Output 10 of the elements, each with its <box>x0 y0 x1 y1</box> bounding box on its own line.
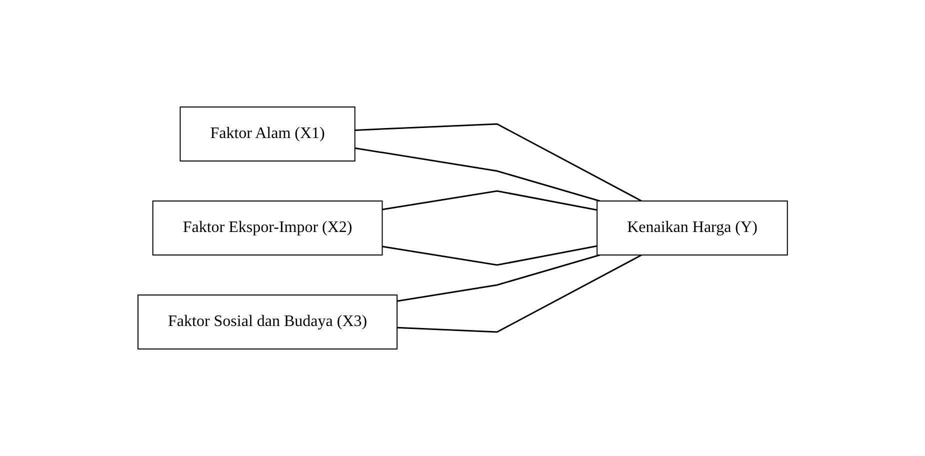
connector <box>396 254 642 333</box>
node-box: Faktor Alam (X1) <box>180 106 356 162</box>
connector <box>382 190 598 211</box>
connector <box>354 123 642 202</box>
node-box: Kenaikan Harga (Y) <box>596 200 788 256</box>
node-box: Faktor Sosial dan Budaya (X3) <box>137 294 398 350</box>
connector <box>354 147 600 202</box>
node-box: Faktor Ekspor-Impor (X2) <box>152 200 383 256</box>
connector <box>396 254 600 302</box>
connector <box>382 245 598 266</box>
